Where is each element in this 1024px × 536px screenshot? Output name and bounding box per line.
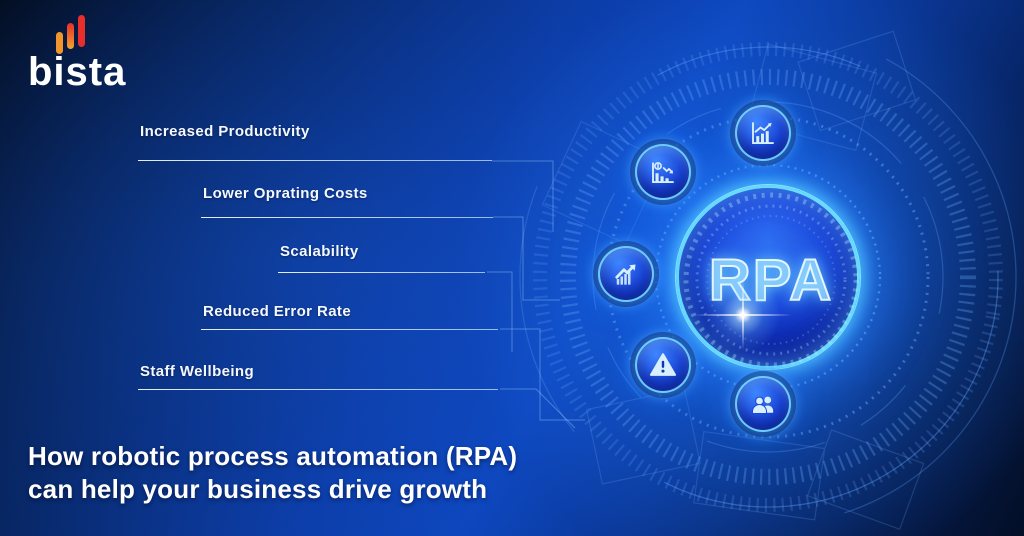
benefit-label: Staff Wellbeing bbox=[140, 363, 255, 380]
staff-people-icon bbox=[735, 376, 791, 432]
bista-logo: bista bbox=[28, 12, 168, 98]
benefit-underline bbox=[138, 389, 498, 390]
cost-reduction-icon bbox=[635, 144, 691, 200]
benefit-label: Lower Oprating Costs bbox=[203, 185, 368, 202]
growth-arrow-icon bbox=[598, 246, 654, 302]
rpa-center-circle: RPA bbox=[676, 185, 860, 369]
title-line-1: How robotic process automation (RPA) bbox=[28, 441, 518, 471]
benefit-label: Increased Productivity bbox=[140, 123, 310, 140]
benefit-scalability: Scalability bbox=[278, 243, 485, 273]
bista-bars-icon bbox=[56, 15, 85, 60]
error-warning-icon bbox=[635, 337, 691, 393]
benefit-increased-productivity: Increased Productivity bbox=[138, 123, 492, 161]
benefit-reduced-error-rate: Reduced Error Rate bbox=[201, 303, 498, 330]
benefit-staff-wellbeing: Staff Wellbeing bbox=[138, 363, 498, 390]
brand-name: bista bbox=[28, 50, 127, 94]
benefit-label: Scalability bbox=[280, 243, 359, 260]
title-line-2: can help your business drive growth bbox=[28, 474, 488, 505]
benefit-underline bbox=[278, 272, 485, 273]
rpa-center-label: RPA bbox=[708, 247, 834, 314]
benefit-lower-operating-costs: Lower Oprating Costs bbox=[201, 185, 493, 218]
page-title: How robotic process automation (RPA) can… bbox=[28, 440, 517, 507]
rpa-inner-rings bbox=[683, 192, 859, 368]
benefit-underline bbox=[201, 329, 498, 330]
productivity-chart-icon bbox=[735, 105, 791, 161]
benefit-underline bbox=[138, 160, 492, 161]
benefit-underline bbox=[201, 217, 493, 218]
benefit-label: Reduced Error Rate bbox=[203, 303, 352, 320]
